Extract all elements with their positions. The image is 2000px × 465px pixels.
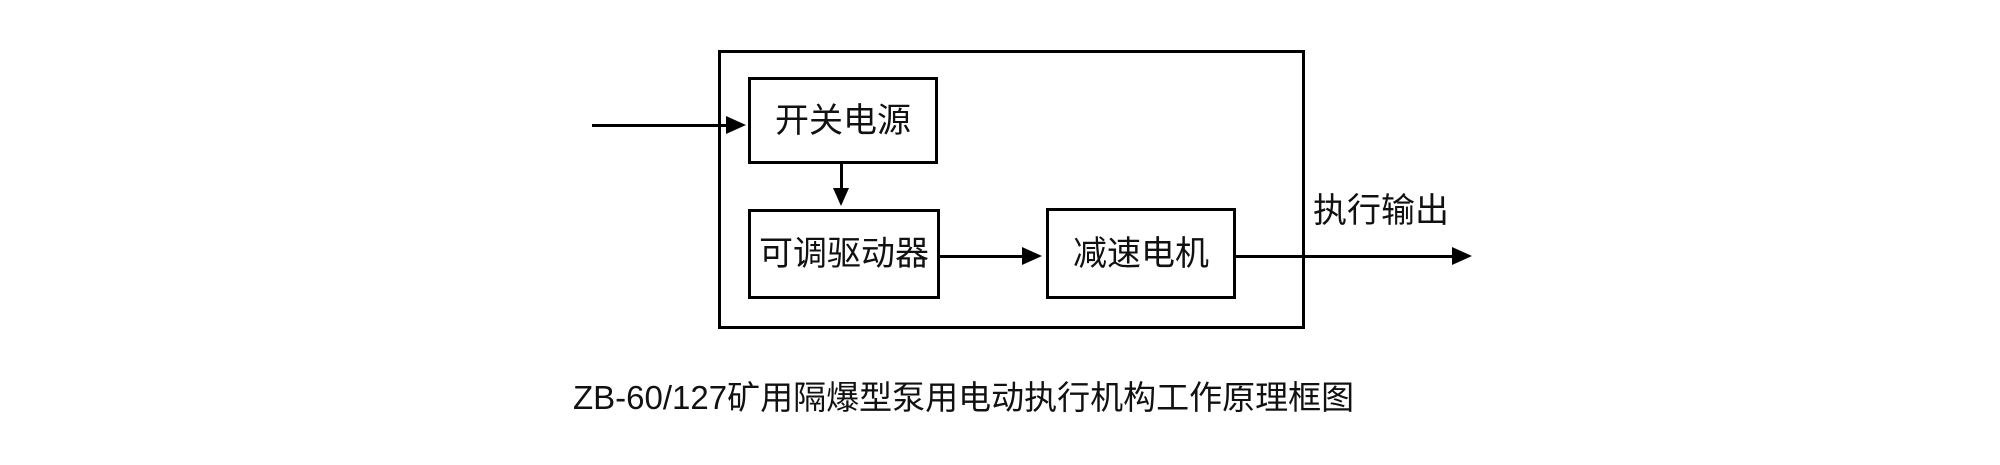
- block-switch-power-label: 开关电源: [775, 101, 911, 140]
- block-gear-motor-label: 减速电机: [1073, 234, 1209, 273]
- output-arrowhead-icon: [1452, 247, 1472, 265]
- caption: ZB-60/127矿用隔爆型泵用电动执行机构工作原理框图: [573, 379, 1355, 416]
- block-adjustable-driver-label: 可调驱动器: [759, 235, 929, 273]
- block-switch-power: 开关电源: [748, 77, 938, 164]
- block-adjustable-driver: 可调驱动器: [748, 209, 940, 299]
- output-arrow-line: [1235, 255, 1452, 258]
- block-gear-motor: 减速电机: [1046, 208, 1236, 299]
- mid-arrowhead-icon: [1022, 247, 1042, 265]
- down-arrowhead-icon: [833, 188, 849, 206]
- input-arrow-line: [592, 124, 726, 127]
- output-label: 执行输出: [1313, 192, 1449, 230]
- input-arrowhead-icon: [726, 116, 746, 134]
- down-arrow-line: [840, 164, 843, 190]
- mid-arrow-line: [940, 255, 1022, 258]
